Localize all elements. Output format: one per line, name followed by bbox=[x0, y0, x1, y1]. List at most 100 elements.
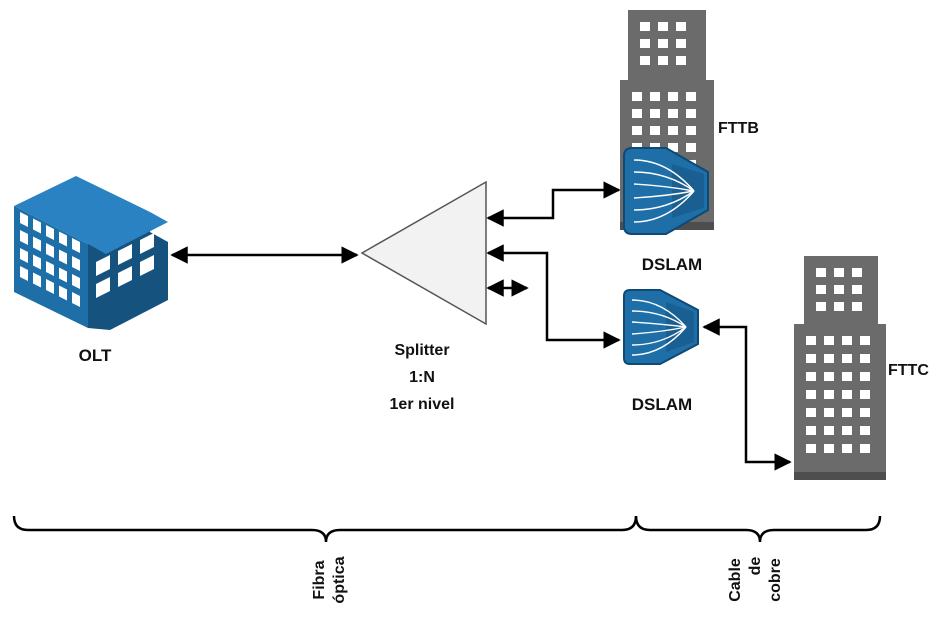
dslam-router-icon bbox=[623, 147, 709, 235]
window bbox=[118, 266, 132, 287]
window bbox=[824, 390, 834, 399]
window bbox=[842, 372, 852, 381]
olt-label: OLT bbox=[79, 346, 112, 365]
cable-label-line1: Cable bbox=[727, 558, 744, 602]
window bbox=[834, 302, 844, 311]
window bbox=[824, 336, 834, 345]
window bbox=[33, 236, 41, 252]
window bbox=[72, 238, 80, 253]
fibra-brace bbox=[12, 515, 638, 543]
window bbox=[33, 254, 41, 270]
window bbox=[686, 143, 696, 152]
olt-building-icon bbox=[14, 176, 168, 330]
window bbox=[658, 56, 668, 65]
window bbox=[816, 302, 826, 311]
window bbox=[686, 126, 696, 135]
window bbox=[59, 267, 67, 283]
window bbox=[806, 336, 816, 345]
window bbox=[824, 408, 834, 417]
window bbox=[640, 56, 650, 65]
splitter-dslam-bottom-link bbox=[486, 244, 621, 349]
window bbox=[72, 292, 80, 307]
window bbox=[640, 39, 650, 48]
window bbox=[650, 92, 660, 101]
window bbox=[860, 354, 870, 363]
window bbox=[640, 22, 650, 31]
window bbox=[658, 39, 668, 48]
cable-label-line2: de bbox=[747, 557, 764, 576]
window bbox=[46, 279, 54, 294]
window bbox=[806, 354, 816, 363]
window bbox=[72, 256, 80, 271]
splitter-label-name: Splitter bbox=[394, 342, 449, 359]
window bbox=[824, 372, 834, 381]
window bbox=[632, 109, 642, 118]
fttc-tower-icon bbox=[794, 256, 886, 480]
window bbox=[842, 408, 852, 417]
window bbox=[33, 218, 41, 234]
window bbox=[46, 243, 54, 258]
window bbox=[118, 244, 132, 265]
window bbox=[842, 336, 852, 345]
splitter-dslam-top-link bbox=[486, 181, 621, 227]
window bbox=[20, 212, 28, 227]
window bbox=[842, 426, 852, 435]
window bbox=[46, 261, 54, 276]
window bbox=[46, 225, 54, 240]
cable-label-line3: cobre bbox=[767, 558, 784, 602]
window bbox=[20, 230, 28, 245]
window bbox=[824, 354, 834, 363]
window bbox=[816, 268, 826, 277]
window bbox=[20, 266, 28, 281]
window bbox=[806, 444, 816, 453]
window bbox=[668, 126, 678, 135]
window bbox=[860, 390, 870, 399]
window bbox=[860, 408, 870, 417]
window bbox=[59, 231, 67, 247]
dslam-fttc-link bbox=[702, 318, 792, 471]
window bbox=[816, 285, 826, 294]
window bbox=[806, 390, 816, 399]
fttc-label: FTTC bbox=[888, 362, 929, 379]
fibra-label-line1: Fibra bbox=[311, 560, 328, 599]
window bbox=[20, 248, 28, 263]
window bbox=[824, 444, 834, 453]
window bbox=[59, 249, 67, 265]
window bbox=[852, 302, 862, 311]
window bbox=[668, 109, 678, 118]
window bbox=[676, 56, 686, 65]
window bbox=[632, 92, 642, 101]
window bbox=[806, 426, 816, 435]
window bbox=[658, 22, 668, 31]
window bbox=[860, 336, 870, 345]
splitter-triangle-icon bbox=[360, 180, 487, 326]
window bbox=[860, 372, 870, 381]
window bbox=[650, 126, 660, 135]
window bbox=[650, 109, 660, 118]
fibra-label-line2: óptica bbox=[331, 556, 348, 603]
window bbox=[852, 285, 862, 294]
window bbox=[632, 126, 642, 135]
window bbox=[686, 92, 696, 101]
window bbox=[59, 285, 67, 301]
window bbox=[72, 274, 80, 289]
window bbox=[676, 39, 686, 48]
window bbox=[668, 143, 678, 152]
window bbox=[842, 354, 852, 363]
dslam-bottom-label: DSLAM bbox=[632, 395, 692, 414]
window bbox=[140, 255, 154, 276]
dslam-router-icon bbox=[623, 289, 699, 365]
window bbox=[668, 92, 678, 101]
window bbox=[806, 372, 816, 381]
window bbox=[842, 444, 852, 453]
window bbox=[686, 109, 696, 118]
window bbox=[676, 22, 686, 31]
window bbox=[33, 272, 41, 288]
window bbox=[96, 255, 110, 276]
cable-brace bbox=[634, 515, 882, 543]
dslam-top-label: DSLAM bbox=[642, 255, 702, 274]
window bbox=[806, 408, 816, 417]
splitter-label-level: 1er nivel bbox=[390, 396, 455, 413]
window bbox=[96, 277, 110, 298]
